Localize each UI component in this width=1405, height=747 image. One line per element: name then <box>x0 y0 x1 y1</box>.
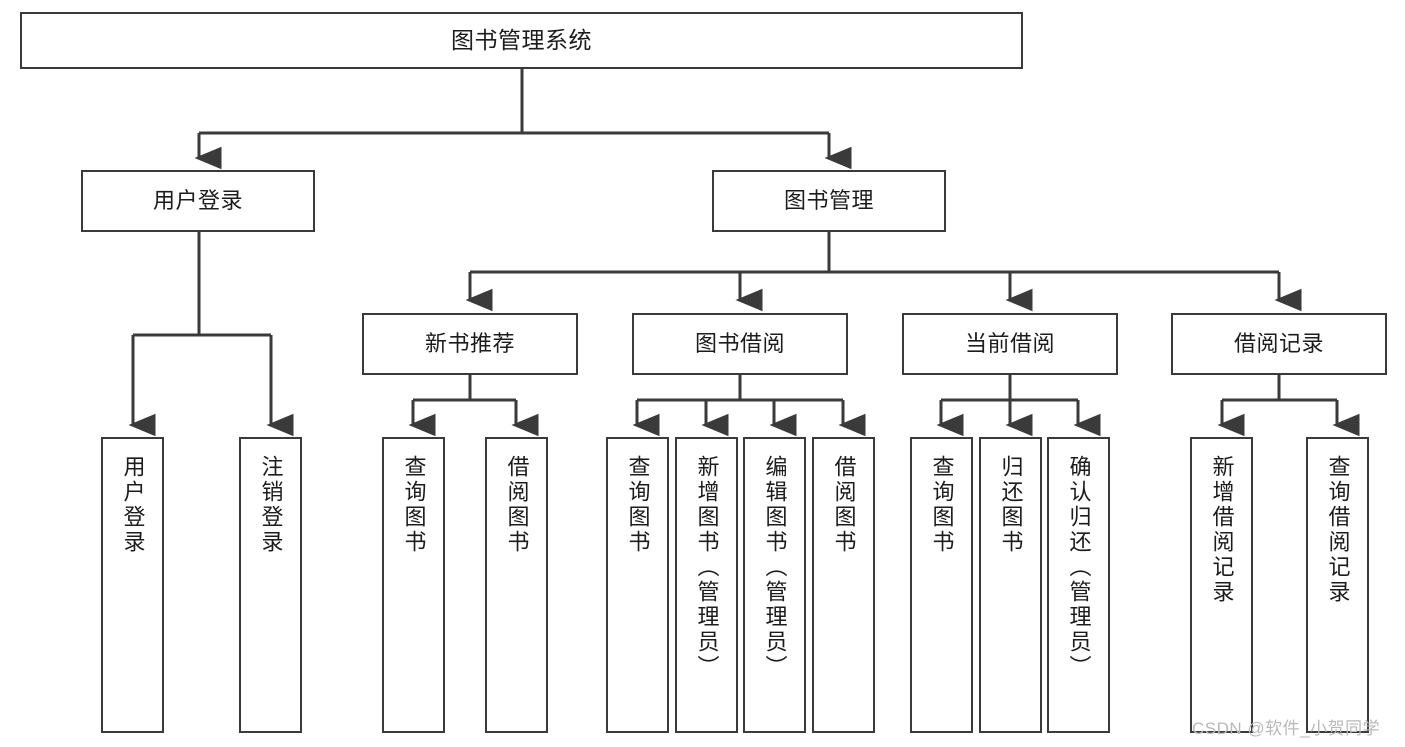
node-label: 查询图书 <box>929 455 955 555</box>
node-label: 注销登录 <box>258 455 284 555</box>
leaf-new-book-borrow-book[interactable]: 借阅图书 <box>485 437 548 733</box>
node-borrow-record[interactable]: 借阅记录 <box>1171 313 1387 375</box>
node-label: 归还图书 <box>998 455 1024 555</box>
node-label: 查询图书 <box>401 455 427 555</box>
node-new-book-recommend[interactable]: 新书推荐 <box>362 313 578 375</box>
node-user-login[interactable]: 用户登录 <box>81 170 315 232</box>
node-label: 确认归还（管理员） <box>1066 455 1092 680</box>
node-label: 用户登录 <box>152 188 243 214</box>
node-label: 查询图书 <box>625 455 651 555</box>
node-book-borrow[interactable]: 图书借阅 <box>632 313 848 375</box>
node-book-management[interactable]: 图书管理 <box>712 170 946 232</box>
node-label: 借阅图书 <box>831 455 857 555</box>
node-label: 图书借阅 <box>694 331 785 357</box>
leaf-user-login-logout[interactable]: 注销登录 <box>239 437 302 733</box>
node-label: 新书推荐 <box>424 331 515 357</box>
node-label: 新增图书（管理员） <box>694 455 720 680</box>
node-label: 编辑图书（管理员） <box>762 455 788 680</box>
node-label: 借阅记录 <box>1233 331 1324 357</box>
node-label: 当前借阅 <box>964 331 1055 357</box>
node-current-borrow[interactable]: 当前借阅 <box>902 313 1118 375</box>
node-label: 新增借阅记录 <box>1209 455 1235 605</box>
node-root-book-management-system[interactable]: 图书管理系统 <box>20 12 1023 69</box>
csdn-watermark: CSDN @软件_小贺同学 <box>1192 719 1381 738</box>
node-label: 用户登录 <box>120 455 146 555</box>
leaf-current-borrow-confirm-return-admin[interactable]: 确认归还（管理员） <box>1047 437 1110 733</box>
leaf-borrow-record-query-record[interactable]: 查询借阅记录 <box>1306 437 1369 733</box>
leaf-current-borrow-return-book[interactable]: 归还图书 <box>979 437 1042 733</box>
node-label: 借阅图书 <box>504 455 530 555</box>
leaf-book-borrow-edit-book-admin[interactable]: 编辑图书（管理员） <box>743 437 806 733</box>
leaf-book-borrow-add-book-admin[interactable]: 新增图书（管理员） <box>675 437 738 733</box>
leaf-book-borrow-query-book[interactable]: 查询图书 <box>606 437 669 733</box>
node-label: 查询借阅记录 <box>1325 455 1351 605</box>
leaf-book-borrow-borrow-book[interactable]: 借阅图书 <box>812 437 875 733</box>
leaf-current-borrow-query-book[interactable]: 查询图书 <box>910 437 973 733</box>
leaf-new-book-query-book[interactable]: 查询图书 <box>382 437 445 733</box>
leaf-user-login-login[interactable]: 用户登录 <box>101 437 164 733</box>
node-label: 图书管理系统 <box>451 26 592 53</box>
node-label: 图书管理 <box>783 188 874 214</box>
leaf-borrow-record-add-record[interactable]: 新增借阅记录 <box>1190 437 1253 733</box>
